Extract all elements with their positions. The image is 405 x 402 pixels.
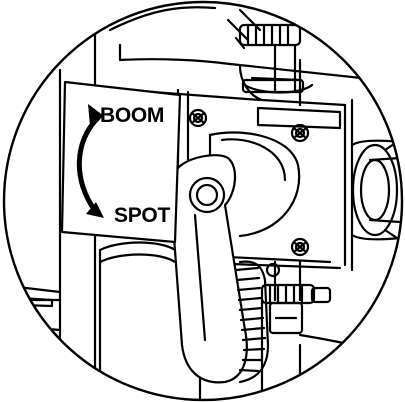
top-fitting xyxy=(226,8,314,94)
spot-label: SPOT xyxy=(114,204,170,227)
screw-head-icon xyxy=(188,108,208,128)
hose-clamp-icon xyxy=(260,260,332,335)
screw-head-icon xyxy=(290,237,310,257)
side-fitting xyxy=(350,138,402,242)
screw-head-icon xyxy=(290,123,310,143)
valve-handle-icon[interactable] xyxy=(170,154,270,384)
boom-spot-decal: BOOM SPOT xyxy=(60,80,182,244)
boom-label: BOOM xyxy=(100,104,164,127)
double-arrow-icon xyxy=(76,104,104,218)
